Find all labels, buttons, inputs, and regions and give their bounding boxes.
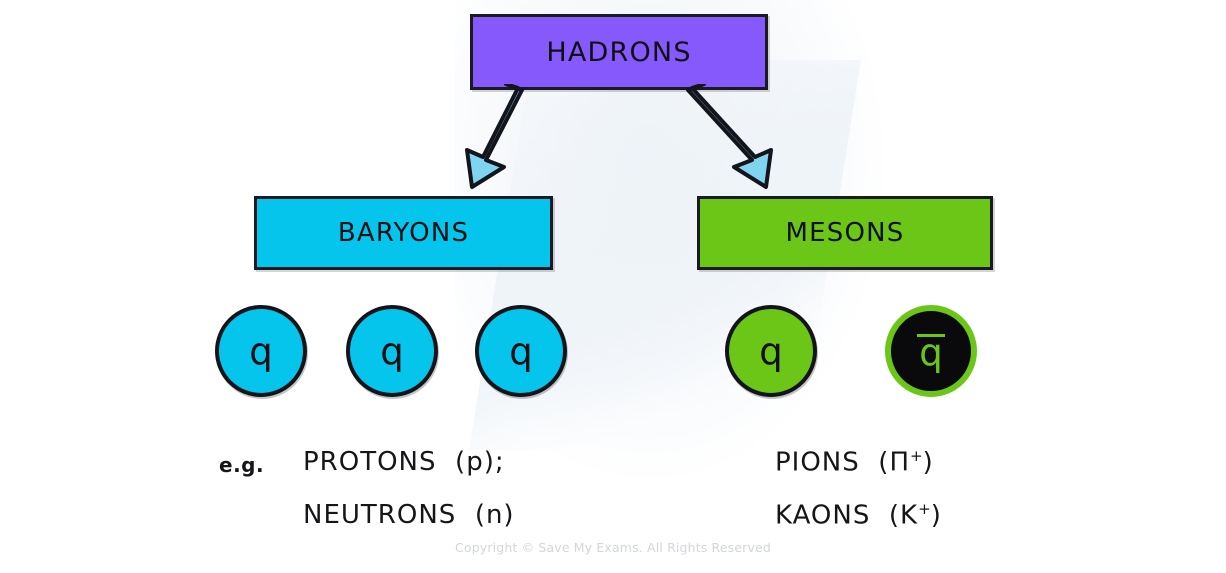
quark-circle-meson-quark: q [725,305,817,397]
quark-symbol: q [509,329,533,373]
arrow-hadrons-to-mesons [686,84,773,189]
node-hadrons-label: HADRONS [546,36,692,68]
example-symbol-open: (Π [878,447,910,478]
example-name: KAONS [775,500,871,531]
example-name: NEUTRONS [303,500,457,530]
node-mesons: MESONS [697,196,993,270]
node-baryons-label: BARYONS [337,218,470,248]
example-symbol: (p); [455,447,505,477]
node-baryons: BARYONS [254,196,553,270]
copyright-notice: Copyright © Save My Exams. All Rights Re… [455,540,771,555]
node-mesons-label: MESONS [785,218,905,248]
example-charge: + [918,500,931,518]
examples-eg-label: e.g. [219,453,265,477]
example-symbol-open: (K [888,500,919,531]
example-name: PIONS [775,447,860,478]
antiquark-symbol: q [917,330,945,374]
quark-circle-baryon-1: q [215,305,307,397]
quark-circle-meson-antiquark: q [885,305,977,397]
quark-symbol: q [759,329,783,373]
quark-symbol: q [380,329,404,373]
arrow-hadrons-to-baryons [465,84,524,189]
example-symbol: (n) [474,500,515,530]
arrow-left-shape [465,84,524,189]
quark-circle-baryon-2: q [346,305,438,397]
example-baryon-neutron: NEUTRONS (n) [303,500,515,530]
example-baryon-proton: PROTONS (p); [303,447,505,477]
arrow-right-shape [686,84,773,189]
example-name: PROTONS [303,447,437,477]
example-meson-pion: PIONS (Π+) [775,447,934,478]
example-meson-kaon: KAONS (K+) [775,500,942,531]
example-symbol-close: ) [922,447,934,478]
example-symbol-close: ) [930,500,942,531]
quark-symbol: q [249,329,273,373]
example-charge: + [910,447,923,465]
quark-circle-baryon-3: q [475,305,567,397]
node-hadrons: HADRONS [470,14,768,90]
